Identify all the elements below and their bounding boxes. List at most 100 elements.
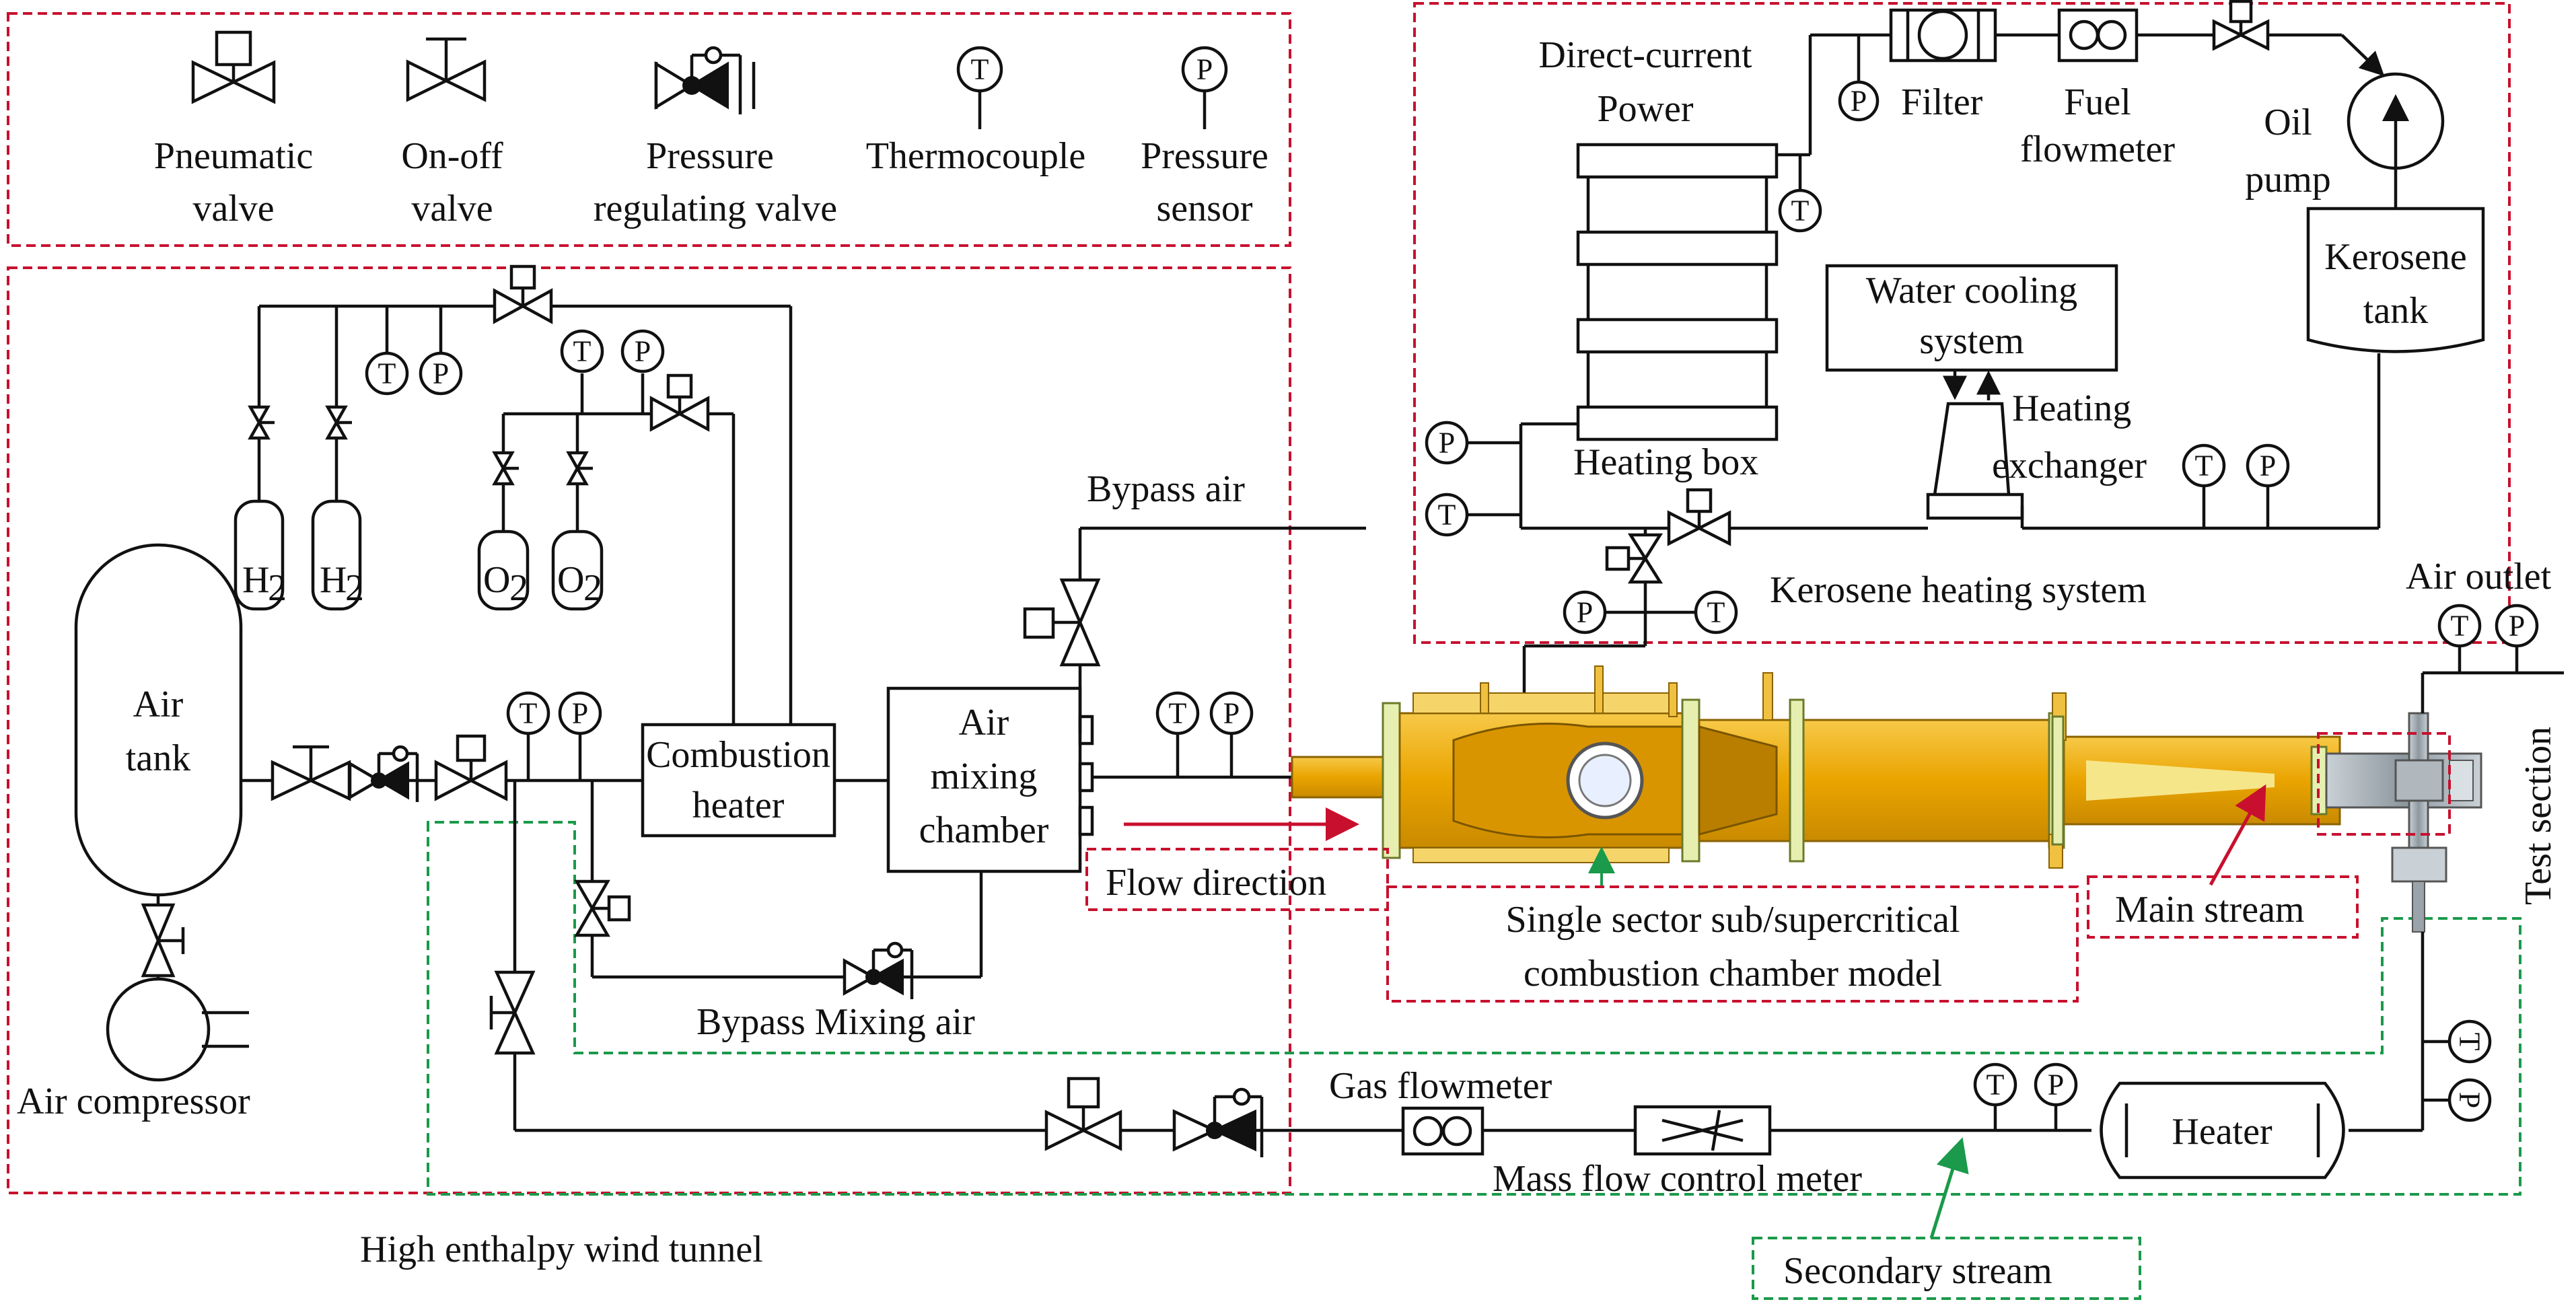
- water-cooling-system: Water cooling system: [1825, 264, 2118, 372]
- main-pneumatic-valve: [434, 734, 508, 801]
- secondary-pressure-regulating-valve: [1172, 1087, 1264, 1157]
- svg-text:flowmeter: flowmeter: [2020, 129, 2175, 170]
- combustion-chamber-model: [1291, 665, 2341, 869]
- legend-thermocouple: T Thermocouple: [866, 46, 1086, 177]
- svg-text:Filter: Filter: [1901, 81, 1983, 123]
- svg-text:T: T: [2195, 449, 2213, 482]
- main-stream-label: Main stream: [2115, 889, 2304, 931]
- svg-text:Oil: Oil: [2264, 102, 2312, 143]
- main-onoff-valve: [271, 745, 351, 801]
- svg-text:2: 2: [345, 567, 364, 609]
- svg-text:O: O: [557, 559, 584, 601]
- legend-prv-label-2: regulating valve: [594, 188, 837, 229]
- svg-text:T: T: [2451, 610, 2469, 643]
- svg-text:Water cooling: Water cooling: [1866, 270, 2077, 312]
- svg-text:2: 2: [583, 567, 602, 609]
- combustion-heater: Combustion heater: [641, 723, 836, 838]
- legend-pressure-regulating-valve: Pressure regulating valve: [594, 46, 837, 229]
- compressor-onoff-valve: [141, 903, 185, 978]
- air-tank: Air tank: [74, 543, 243, 897]
- kerosene-tank: Kerosene tank: [2306, 207, 2485, 353]
- svg-text:exchanger: exchanger: [1992, 445, 2147, 486]
- secondary-stream-box: [427, 821, 2521, 1196]
- legend-onoff-valve: On-off valve: [401, 37, 503, 229]
- svg-text:Air: Air: [133, 684, 184, 725]
- air-outlet-label: Air outlet: [2406, 556, 2552, 597]
- gas-flowmeter: Gas flowmeter: [1329, 1065, 1552, 1156]
- fuel-flowmeter: Fuel flowmeter: [2020, 8, 2175, 170]
- secondary-stream-box: [1752, 1237, 2141, 1300]
- secondary-pneumatic-valve: [1044, 1077, 1122, 1151]
- svg-text:Heating: Heating: [2012, 388, 2131, 429]
- svg-text:T: T: [520, 697, 538, 730]
- svg-text:Combustion: Combustion: [646, 734, 830, 776]
- svg-text:P: P: [1196, 53, 1213, 86]
- bypass-air-label: Bypass air: [1087, 468, 1245, 510]
- svg-text:Kerosene: Kerosene: [2324, 236, 2466, 278]
- o2-pneumatic-valve: [649, 373, 710, 432]
- svg-text:T: T: [971, 53, 989, 86]
- svg-text:mixing: mixing: [931, 756, 1038, 797]
- air-compressor: Air compressor: [17, 977, 250, 1122]
- bypass-air-pneumatic-valve: [1023, 578, 1101, 667]
- svg-text:T: T: [378, 357, 396, 390]
- svg-text:T: T: [1791, 194, 1810, 227]
- svg-text:P: P: [1577, 596, 1593, 629]
- svg-text:P: P: [2048, 1068, 2064, 1101]
- fuel-pneumatic-valve: [2212, 0, 2270, 51]
- svg-text:H: H: [242, 559, 269, 601]
- svg-text:P: P: [2260, 449, 2276, 482]
- svg-text:O: O: [483, 559, 510, 601]
- secondary-onoff-valve-vertical: [489, 970, 536, 1055]
- kerosene-system-title: Kerosene heating system: [1770, 569, 2147, 611]
- legend-thermocouple-label: Thermocouple: [866, 135, 1086, 177]
- legend-pressure-sensor: P Pressure sensor: [1141, 46, 1268, 229]
- air-outlet-assembly: [2325, 712, 2482, 933]
- model-flange-mid: [2051, 715, 2065, 846]
- svg-text:tank: tank: [2363, 290, 2428, 332]
- svg-text:tank: tank: [126, 737, 190, 779]
- legend-box: [7, 12, 1291, 247]
- oil-pump: Oil pump: [2245, 72, 2445, 209]
- legend-pneumatic-label-1: Pneumatic: [154, 135, 313, 177]
- o2-bottle-1: O 2: [477, 530, 530, 611]
- h2-bottle-valves: [248, 405, 352, 440]
- svg-text:T: T: [2454, 1033, 2486, 1051]
- air-compressor-label: Air compressor: [17, 1081, 250, 1122]
- main-pressure-regulating-valve: [348, 745, 419, 802]
- model-label-box: [1386, 885, 2079, 1003]
- svg-text:chamber: chamber: [919, 809, 1049, 851]
- svg-text:P: P: [2454, 1092, 2486, 1108]
- svg-text:Heater: Heater: [2172, 1111, 2273, 1153]
- wind-tunnel-title: High enthalpy wind tunnel: [360, 1229, 763, 1270]
- secondary-stream-label: Secondary stream: [1783, 1250, 2052, 1292]
- bypass-mixing-pneumatic-valve: [574, 879, 631, 937]
- h2-bottle-1: H 2: [234, 499, 287, 611]
- o2-bottle-2: O 2: [551, 530, 604, 611]
- o2-bottle-valves: [492, 451, 593, 486]
- svg-text:P: P: [1851, 85, 1867, 118]
- filter: Filter: [1889, 8, 1997, 123]
- svg-text:Air: Air: [959, 702, 1009, 743]
- svg-text:T: T: [1707, 596, 1725, 629]
- svg-text:T: T: [573, 335, 592, 368]
- kerosene-system-box: [1413, 2, 2511, 644]
- legend-pressure-label-1: Pressure: [1141, 135, 1268, 177]
- test-section-label: Test section: [2517, 727, 2559, 905]
- legend-onoff-label-1: On-off: [401, 135, 503, 177]
- legend-prv-label-1: Pressure: [646, 135, 774, 177]
- svg-text:P: P: [1439, 427, 1455, 460]
- svg-text:P: P: [572, 697, 588, 730]
- main-stream-pointer: [2209, 784, 2266, 886]
- svg-text:T: T: [1987, 1068, 2005, 1101]
- h2-pneumatic-valve: [493, 264, 553, 324]
- svg-text:P: P: [1223, 697, 1240, 730]
- svg-text:pump: pump: [2245, 159, 2331, 201]
- flow-direction-box: [1085, 848, 1389, 911]
- air-mixing-chamber: Air mixing chamber: [886, 686, 1094, 873]
- svg-text:P: P: [433, 357, 449, 390]
- legend-pneumatic-valve: Pneumatic valve: [154, 30, 313, 229]
- main-stream-box: [2087, 875, 2359, 939]
- svg-text:Mass flow control meter: Mass flow control meter: [1493, 1158, 1862, 1200]
